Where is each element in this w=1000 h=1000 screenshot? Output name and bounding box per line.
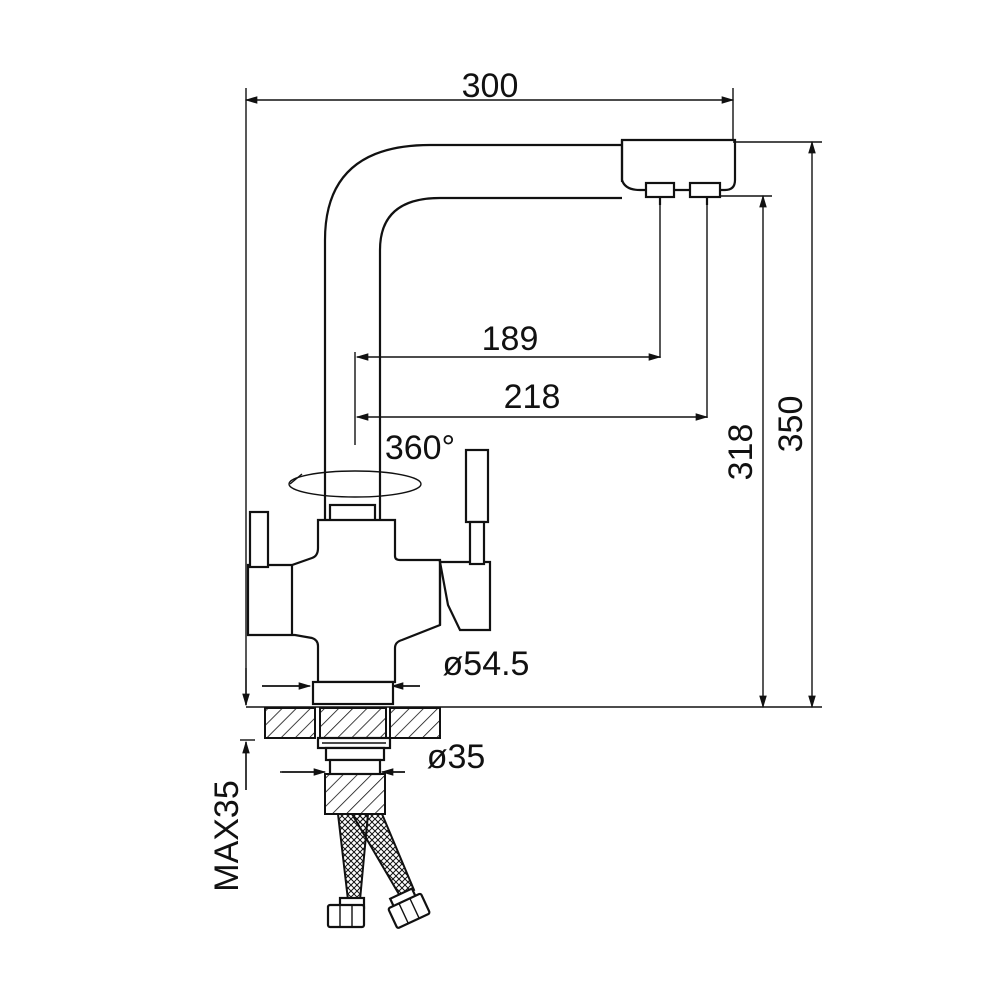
shank-diameter-label: ø35 (427, 738, 486, 776)
mounting-deck (264, 707, 441, 739)
right-hose (350, 813, 416, 898)
faucet-body (246, 448, 492, 706)
right-hose-nut (387, 892, 431, 929)
mixed-water-outlet (688, 181, 722, 199)
overall-height-label: 350 (772, 396, 810, 453)
dimension-lines (242, 96, 816, 790)
filtered-water-outlet (644, 181, 676, 199)
right-handle-lever (464, 448, 490, 524)
dimension-labels: 300 189 218 360° 318 350 ø54.5 ø35 MAX35 (208, 67, 810, 892)
base-diameter-label: ø54.5 (443, 645, 530, 683)
rotation-indicator (288, 470, 422, 498)
faucet-spout (323, 138, 737, 520)
spout-reach-1-label: 189 (482, 320, 539, 358)
overall-width-label: 300 (462, 67, 519, 105)
right-handle-base (438, 560, 492, 632)
left-hose-nut (326, 903, 366, 929)
mounting-shank (316, 736, 392, 815)
rotation-label: 360° (385, 429, 455, 467)
spout-height-label: 318 (722, 424, 760, 481)
max-deck-thickness-label: MAX35 (208, 780, 246, 892)
spout-reach-2-label: 218 (504, 378, 561, 416)
left-handle (248, 510, 270, 569)
supply-hoses (326, 813, 431, 929)
